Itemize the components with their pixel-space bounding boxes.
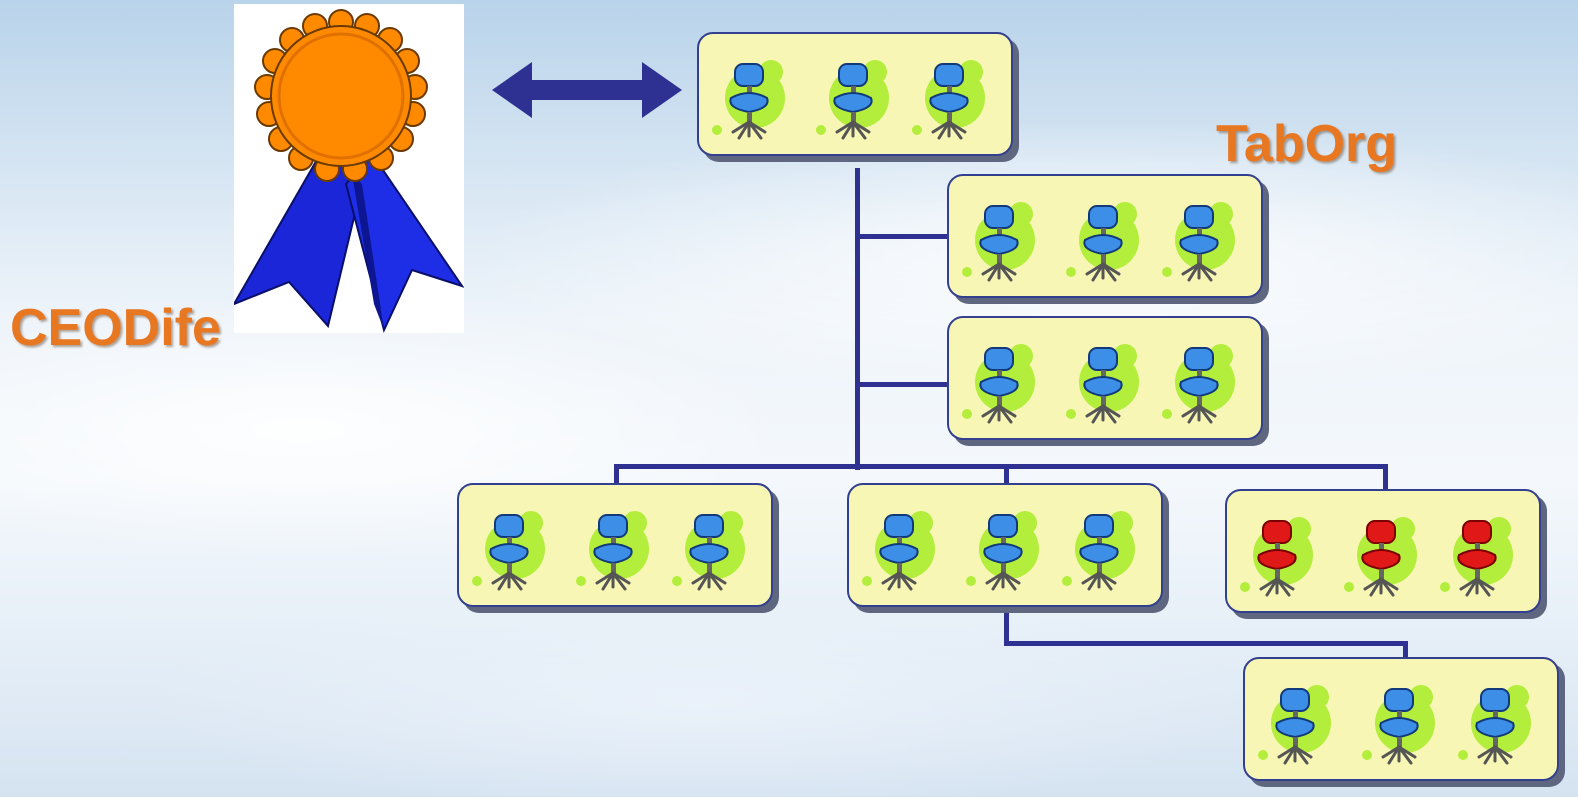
office-chair-icon xyxy=(861,509,939,591)
office-chair-icon xyxy=(1061,509,1139,591)
connector-branch-middle xyxy=(1004,464,1009,484)
connector-branch-bar xyxy=(614,464,1388,469)
office-chair-icon xyxy=(671,509,749,591)
office-chair-icon xyxy=(961,200,1039,282)
office-chair-icon xyxy=(1239,515,1317,597)
unit-box-top xyxy=(697,32,1013,156)
double-arrow-icon xyxy=(492,62,682,118)
office-chair-icon xyxy=(1065,342,1143,424)
office-chair-icon xyxy=(471,509,549,591)
office-chair-icon xyxy=(911,58,989,140)
office-chair-icon xyxy=(965,509,1043,591)
office-chair-icon xyxy=(1439,515,1517,597)
unit-box-staff-1 xyxy=(947,174,1263,298)
connector-branch-right xyxy=(1383,464,1388,490)
office-chair-icon xyxy=(1343,515,1421,597)
office-chair-icon xyxy=(1161,200,1239,282)
office-chair-icon xyxy=(1257,683,1335,765)
org-label: TabOrg xyxy=(1216,115,1398,173)
award-ribbon-icon xyxy=(231,9,465,333)
connector-staff-2 xyxy=(855,382,947,387)
connector-trunk xyxy=(855,168,860,470)
office-chair-icon xyxy=(1457,683,1535,765)
connector-staff-1 xyxy=(855,234,947,239)
connector-branch-left xyxy=(614,464,619,484)
ceo-label: CEODife xyxy=(10,299,221,357)
connector-sub-down xyxy=(1004,608,1009,646)
award-ribbon-card xyxy=(231,4,465,333)
unit-box-branch-left xyxy=(457,483,773,607)
office-chair-icon xyxy=(711,58,789,140)
office-chair-icon xyxy=(1361,683,1439,765)
office-chair-icon xyxy=(1161,342,1239,424)
connector-sub-unit xyxy=(1403,641,1408,657)
unit-box-branch-middle xyxy=(847,483,1163,607)
connector-sub-bar xyxy=(1004,641,1408,646)
unit-box-branch-right xyxy=(1225,489,1541,613)
unit-box-staff-2 xyxy=(947,316,1263,440)
office-chair-icon xyxy=(961,342,1039,424)
office-chair-icon xyxy=(575,509,653,591)
office-chair-icon xyxy=(815,58,893,140)
unit-box-sub-unit xyxy=(1243,657,1559,781)
office-chair-icon xyxy=(1065,200,1143,282)
